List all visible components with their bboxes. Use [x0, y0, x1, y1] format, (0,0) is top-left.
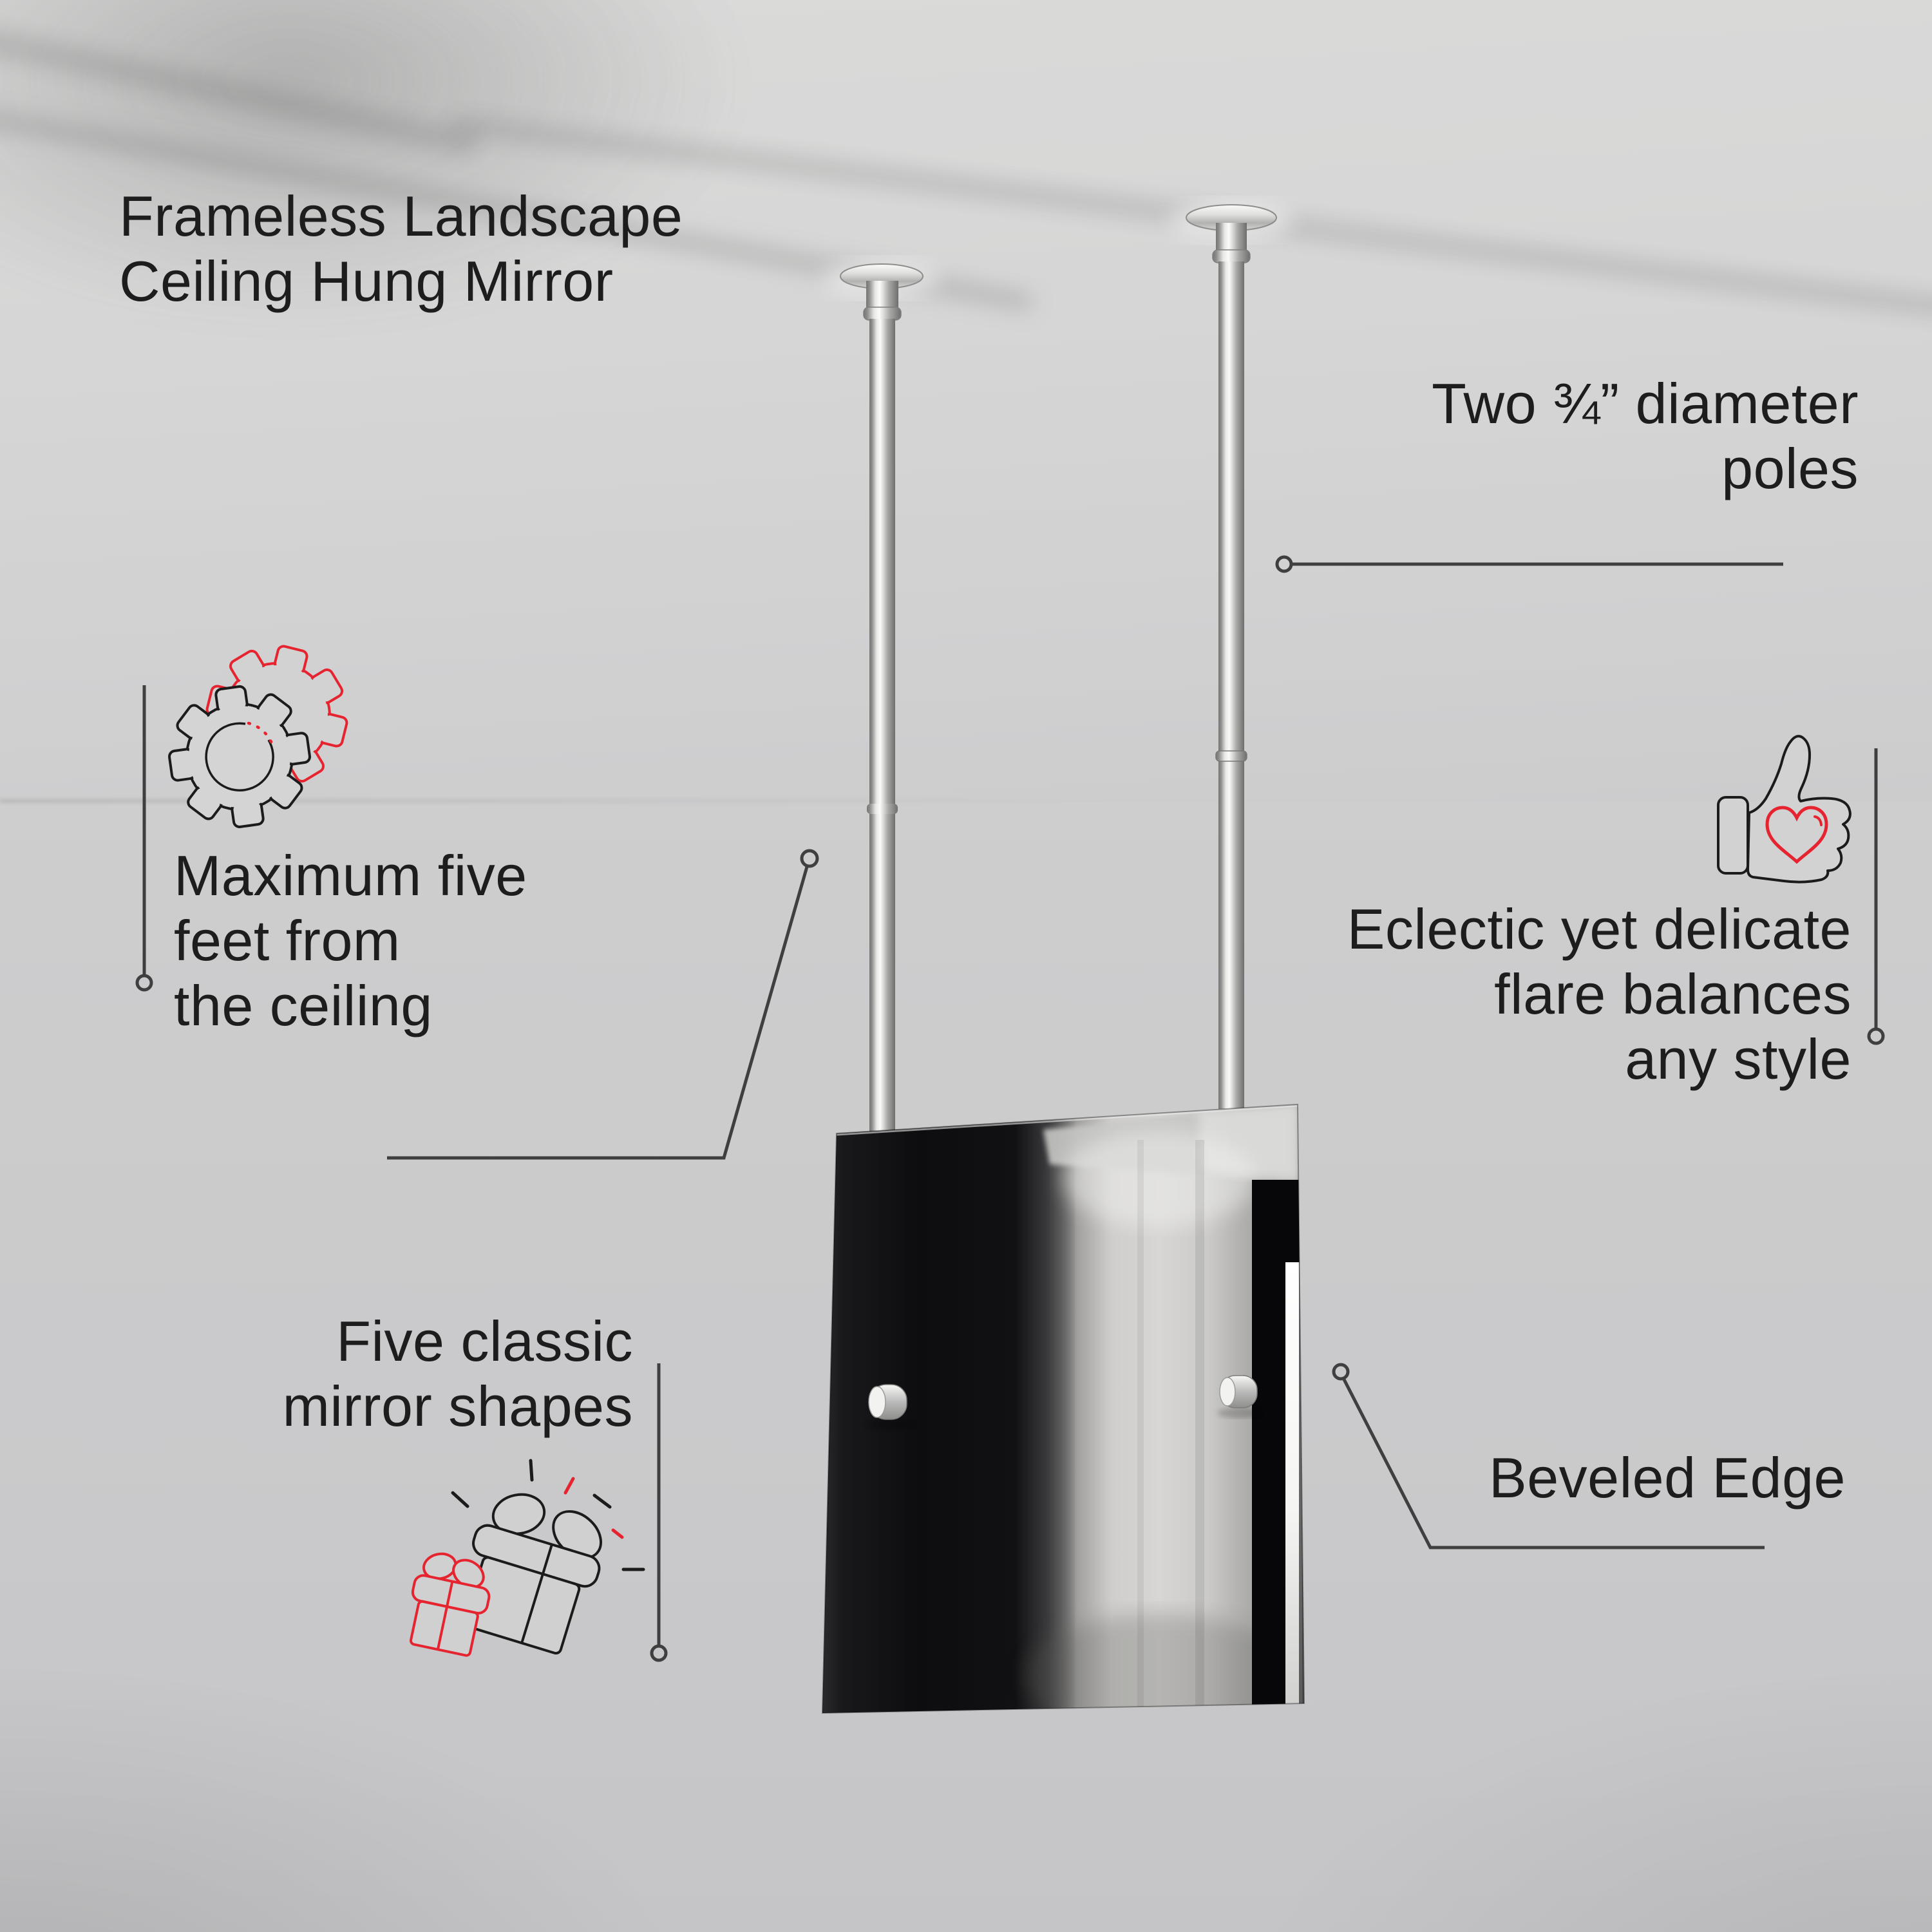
thumb-hand: [1747, 735, 1852, 884]
callout-line: Two ¾” diameter: [1432, 372, 1859, 435]
callout-line: Maximum five: [174, 844, 527, 907]
ceiling-wall-junction: [0, 799, 1127, 802]
leader-max-distance: [135, 685, 819, 1160]
thumbs-up-heart-icon: [1717, 735, 1852, 884]
callout-line: Five classic: [336, 1309, 633, 1373]
ceiling-corner-shadow: [0, 0, 741, 322]
callout-line: feet from: [174, 909, 401, 972]
gear-icon: [168, 645, 348, 828]
callout-line: Beveled Edge: [1489, 1446, 1846, 1510]
callout-max-distance: Maximum five feet from the ceiling: [174, 843, 527, 1038]
gift-sparkles: [451, 1459, 645, 1571]
leader-beveled-edge: [1332, 1363, 1765, 1549]
page-title: Frameless Landscape Ceiling Hung Mirror: [119, 184, 683, 314]
callout-style-flare: Eclectic yet delicate flare balances any…: [1347, 896, 1852, 1092]
hanging-pole-left: [867, 319, 898, 1132]
title-line: Ceiling Hung Mirror: [119, 249, 614, 313]
callout-poles: Two ¾” diameter poles: [1432, 371, 1859, 501]
ceiling-plane: [0, 0, 1932, 802]
mounting-knob-left: [867, 1384, 913, 1430]
hanging-pole-right: [1215, 261, 1247, 1109]
leader-poles: [1275, 555, 1783, 573]
title-line: Frameless Landscape: [119, 184, 683, 248]
ceiling-mount-left: [824, 259, 940, 321]
callout-line: poles: [1721, 437, 1859, 500]
leader-style-flare: [1867, 748, 1885, 1045]
callout-line: any style: [1625, 1027, 1852, 1091]
leader-mirror-shapes: [650, 1363, 668, 1662]
gift-icon: [409, 1459, 645, 1657]
mounting-knob-right: [1217, 1375, 1261, 1418]
callout-line: the ceiling: [174, 974, 433, 1037]
callout-beveled-edge: Beveled Edge: [1489, 1445, 1846, 1510]
ceiling-mount-right: [1170, 200, 1293, 263]
leader-lines: [135, 555, 1885, 1662]
callout-line: mirror shapes: [282, 1374, 633, 1438]
callout-line: Eclectic yet delicate: [1347, 897, 1852, 961]
callout-mirror-shapes: Five classic mirror shapes: [283, 1309, 633, 1439]
callout-line: flare balances: [1494, 962, 1852, 1026]
heart-icon: [1765, 806, 1828, 864]
